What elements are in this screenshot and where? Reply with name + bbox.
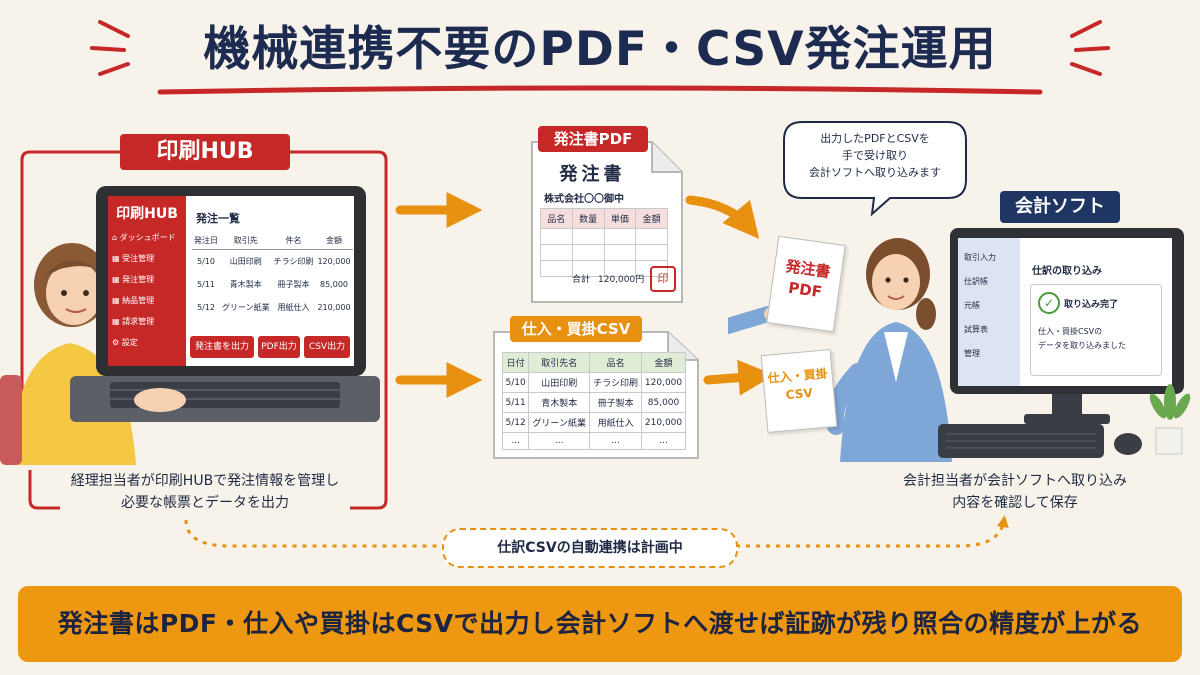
output-order-button[interactable]: 発注書を出力 bbox=[190, 336, 254, 358]
accounting-panel-title: 仕訳の取り込み bbox=[1032, 266, 1102, 277]
title-decoration bbox=[90, 20, 1110, 95]
accounting-sidebar bbox=[958, 238, 1020, 386]
pdf-seal: 印 bbox=[650, 266, 676, 292]
handheld-pdf-sheet: 発注書 PDF bbox=[766, 235, 846, 333]
hub-order-table: 発注日 取引先 件名 金額 5/10 山田印刷 チラシ印刷 120,000 5/… bbox=[192, 232, 353, 319]
pdf-col-item: 品名 bbox=[540, 208, 573, 229]
csv-col-supplier: 取引先名 bbox=[528, 352, 591, 373]
pdf-addressee: 株式会社〇〇御中 bbox=[544, 194, 624, 205]
hub-tag: 印刷HUB bbox=[120, 134, 290, 170]
handheld-csv-label: 仕入・買掛 CSV bbox=[767, 366, 829, 403]
menu-item-transaction-entry[interactable]: 取引入力 bbox=[964, 253, 996, 262]
menu-item-dashboard[interactable]: ⌂ ダッシュボード bbox=[112, 233, 176, 242]
accounting-person-illustration bbox=[826, 238, 952, 462]
summary-text: 発注書はPDF・仕入や買掛はCSVで出力し会計ソフトへ渡せば証跡が残り照合の精度… bbox=[57, 609, 1143, 638]
desk-accessories bbox=[938, 424, 1183, 458]
left-frame bbox=[20, 150, 388, 510]
hub-col-amount: 金額 bbox=[326, 236, 342, 245]
menu-item-trial-balance[interactable]: 試算表 bbox=[964, 325, 988, 334]
pdf-title: 発注書 bbox=[559, 164, 626, 185]
menu-item-purchase-orders[interactable]: ▦ 発注管理 bbox=[112, 275, 155, 284]
pdf-col-price: 単価 bbox=[603, 208, 637, 229]
hands-illustration bbox=[134, 388, 186, 412]
hub-panel-title: 発注一覧 bbox=[196, 212, 240, 225]
hub-col-subject: 件名 bbox=[285, 236, 302, 245]
arrow-csv-to-hand bbox=[703, 359, 775, 396]
table-row: ............ bbox=[501, 432, 686, 450]
menu-item-journal[interactable]: 仕訳帳 bbox=[964, 277, 988, 286]
plan-note: 仕訳CSVの自動連携は計画中 bbox=[442, 528, 738, 568]
menu-item-billing[interactable]: ▦ 請求管理 bbox=[112, 317, 155, 326]
dotted-path-right bbox=[736, 515, 1009, 548]
import-result-card bbox=[1030, 284, 1162, 376]
emphasis-marks-left bbox=[90, 20, 130, 76]
table-row[interactable]: 5/11 青木製本 冊子製本 85,000 bbox=[197, 280, 348, 289]
page-title: 機械連携不要のPDF・CSV発注運用 bbox=[203, 22, 997, 77]
summary-bar bbox=[18, 586, 1182, 662]
csv-tag: 仕入・買掛CSV bbox=[510, 316, 642, 342]
plant-pot bbox=[1155, 427, 1183, 455]
hub-logo: 印刷HUB bbox=[116, 206, 178, 222]
emphasis-marks-right bbox=[1070, 20, 1110, 76]
table-row bbox=[540, 228, 668, 245]
left-caption: 経理担当者が印刷HUBで発注情報を管理し 必要な帳票とデータを出力 bbox=[70, 473, 340, 512]
check-icon: ✓ bbox=[1038, 292, 1060, 314]
speech-bubble bbox=[783, 121, 967, 217]
table-row[interactable]: 5/12 グリーン紙業 用紙仕入 210,000 bbox=[197, 303, 351, 312]
hub-menu: ⌂ ダッシュボード ▦ 受注管理 ▦ 発注管理 ▦ 納品管理 ▦ 請求管理 ⚙ … bbox=[112, 232, 184, 358]
csv-col-date: 日付 bbox=[501, 352, 530, 373]
menu-item-delivery[interactable]: ▦ 納品管理 bbox=[112, 296, 155, 305]
pdf-tag: 発注書PDF bbox=[538, 126, 648, 152]
flow-arrows bbox=[184, 192, 1009, 548]
handheld-csv-sheet: 仕入・買掛 CSV bbox=[760, 349, 838, 433]
hub-col-date: 発注日 bbox=[194, 236, 218, 245]
hub-sidebar bbox=[108, 196, 186, 366]
speech-text: 出力したPDFとCSVを 手で受け取り 会計ソフトへ取り込みます bbox=[809, 132, 941, 180]
hub-col-supplier: 取引先 bbox=[233, 236, 258, 245]
menu-item-ledger[interactable]: 元帳 bbox=[964, 301, 980, 310]
accounting-tag: 会計ソフト bbox=[1000, 191, 1120, 223]
pdf-item-table: 品名 数量 単価 金額 bbox=[540, 208, 668, 277]
handheld-pdf-label: 発注書 PDF bbox=[784, 257, 832, 302]
plant-icon bbox=[1149, 384, 1191, 420]
accounting-menu: 取引入力 仕訳帳 元帳 試算表 管理 bbox=[964, 252, 1020, 372]
right-caption: 会計担当者が会計ソフトへ取り込み 内容を確認して保存 bbox=[903, 473, 1127, 512]
import-status: 取り込み完了 bbox=[1064, 300, 1119, 310]
dotted-path-left bbox=[184, 519, 440, 548]
import-message: 仕入・買掛CSVの データを取り込みました bbox=[1038, 327, 1126, 350]
menu-item-management[interactable]: 管理 bbox=[964, 349, 980, 358]
table-row[interactable]: 5/10 山田印刷 チラシ印刷 120,000 bbox=[197, 257, 351, 266]
csv-output-button[interactable]: CSV出力 bbox=[304, 336, 350, 358]
pdf-col-qty: 数量 bbox=[571, 208, 605, 229]
mouse bbox=[1114, 433, 1142, 455]
pdf-output-button[interactable]: PDF出力 bbox=[258, 336, 300, 358]
csv-col-amount: 金額 bbox=[641, 352, 686, 373]
menu-item-settings[interactable]: ⚙ 設定 bbox=[112, 338, 138, 347]
menu-item-orders-received[interactable]: ▦ 受注管理 bbox=[112, 254, 155, 263]
pdf-col-amount: 金額 bbox=[635, 208, 668, 229]
arrow-pdf-to-hand bbox=[685, 195, 760, 240]
pdf-total-value: 120,000円 bbox=[598, 275, 645, 285]
csv-col-item: 品名 bbox=[589, 352, 643, 373]
table-row bbox=[540, 244, 668, 261]
pdf-total-label: 合計 bbox=[572, 275, 591, 285]
